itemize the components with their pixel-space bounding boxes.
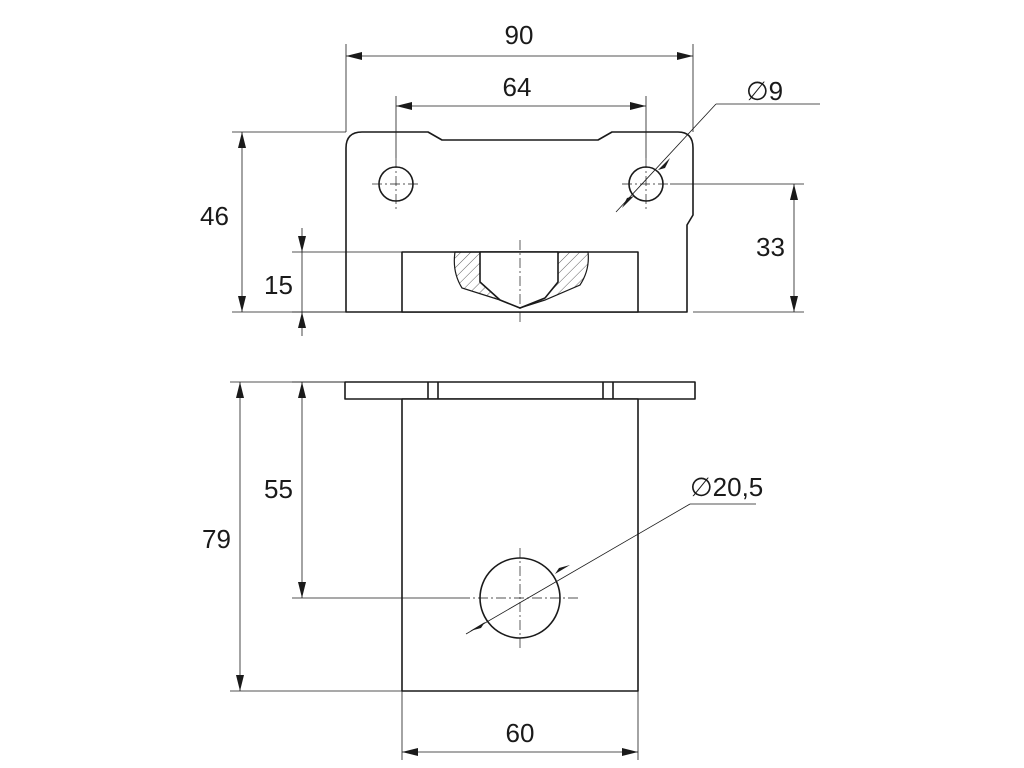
dimension-33-label: 33 xyxy=(756,232,785,262)
dimension-33: 33 xyxy=(670,183,804,313)
dimension-46-label: 46 xyxy=(200,201,229,231)
dimension-15: 15 xyxy=(264,228,402,336)
diameter-9-label: 9 xyxy=(769,76,783,106)
dimension-60-label: 60 xyxy=(506,718,535,748)
diameter-20-5-label: 20,5 xyxy=(713,472,764,502)
dimension-55: 55 xyxy=(264,381,460,599)
front-view xyxy=(345,131,694,324)
dimension-diameter-20-5: ∅20,5 xyxy=(465,472,763,635)
top-flange xyxy=(344,381,696,400)
dimension-15-label: 15 xyxy=(264,270,293,300)
dimension-90: 90 xyxy=(345,20,694,132)
dimension-60: 60 xyxy=(401,691,639,760)
svg-text:∅9: ∅9 xyxy=(746,76,783,106)
dimension-79: 79 xyxy=(202,381,402,692)
diameter-20-5-symbol: ∅ xyxy=(690,472,713,502)
dimension-55-label: 55 xyxy=(264,474,293,504)
dimension-90-label: 90 xyxy=(505,20,534,50)
dimension-79-label: 79 xyxy=(202,524,231,554)
diameter-9-symbol: ∅ xyxy=(746,76,769,106)
side-view xyxy=(344,381,696,692)
dimension-diameter-9: ∅9 xyxy=(615,76,820,213)
nut-profile xyxy=(479,251,559,309)
dimension-64-label: 64 xyxy=(503,72,532,102)
svg-text:∅20,5: ∅20,5 xyxy=(690,472,763,502)
dimension-64: 64 xyxy=(395,72,647,158)
